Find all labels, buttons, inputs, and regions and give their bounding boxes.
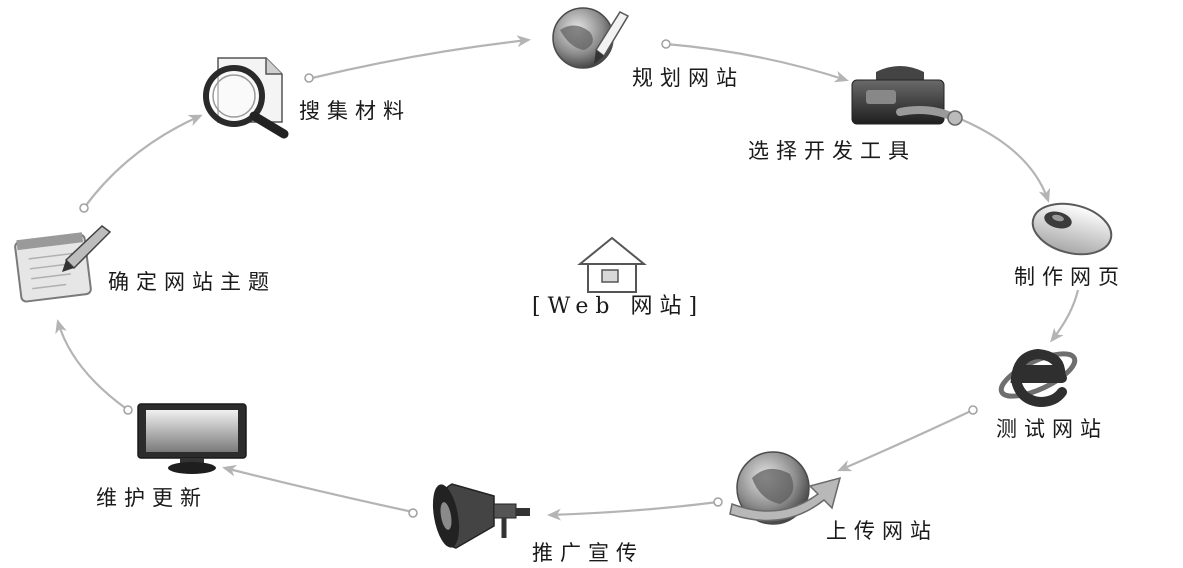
arrow-maintain-to-theme (55, 319, 129, 411)
connector-dots (79, 39, 978, 518)
step-label-test-site: 测试网站 (996, 417, 1108, 441)
step-label-choose-tools: 选择开发工具 (748, 139, 916, 163)
notepad-pencil-icon (14, 225, 112, 303)
monitor-icon (137, 403, 247, 474)
arrow-upload-to-promote (547, 500, 719, 521)
connector-arrows (55, 35, 1080, 521)
step-label-collect-material: 搜集材料 (299, 99, 411, 123)
megaphone-icon (432, 483, 530, 549)
mouse-icon (1031, 202, 1113, 256)
globe-pen-icon (552, 7, 630, 69)
step-label-promote: 推广宣传 (532, 541, 644, 565)
arrow-collect-to-plan (311, 35, 531, 80)
step-label-upload-site: 上传网站 (826, 519, 938, 543)
magnifier-document-icon (203, 57, 289, 139)
globe-upload-icon (729, 451, 842, 525)
arrow-theme-to-collect (83, 114, 203, 209)
arrow-test-to-upload (837, 409, 974, 472)
center-label-web-site: [Web 网站] (532, 294, 705, 319)
arrow-page-to-test (1050, 289, 1080, 343)
step-label-choose-theme: 确定网站主题 (108, 270, 276, 294)
arrow-tools-to-page (957, 116, 1051, 203)
arrow-plan-to-tools (665, 42, 849, 83)
step-label-maintain: 维护更新 (96, 486, 208, 510)
step-label-plan-site: 规划网站 (632, 66, 744, 90)
house-icon (577, 236, 647, 293)
step-label-make-pages: 制作网页 (1014, 265, 1126, 289)
browser-e-icon (998, 348, 1078, 408)
toolbox-icon (851, 66, 963, 126)
arrow-promote-to-maintain (222, 464, 414, 514)
